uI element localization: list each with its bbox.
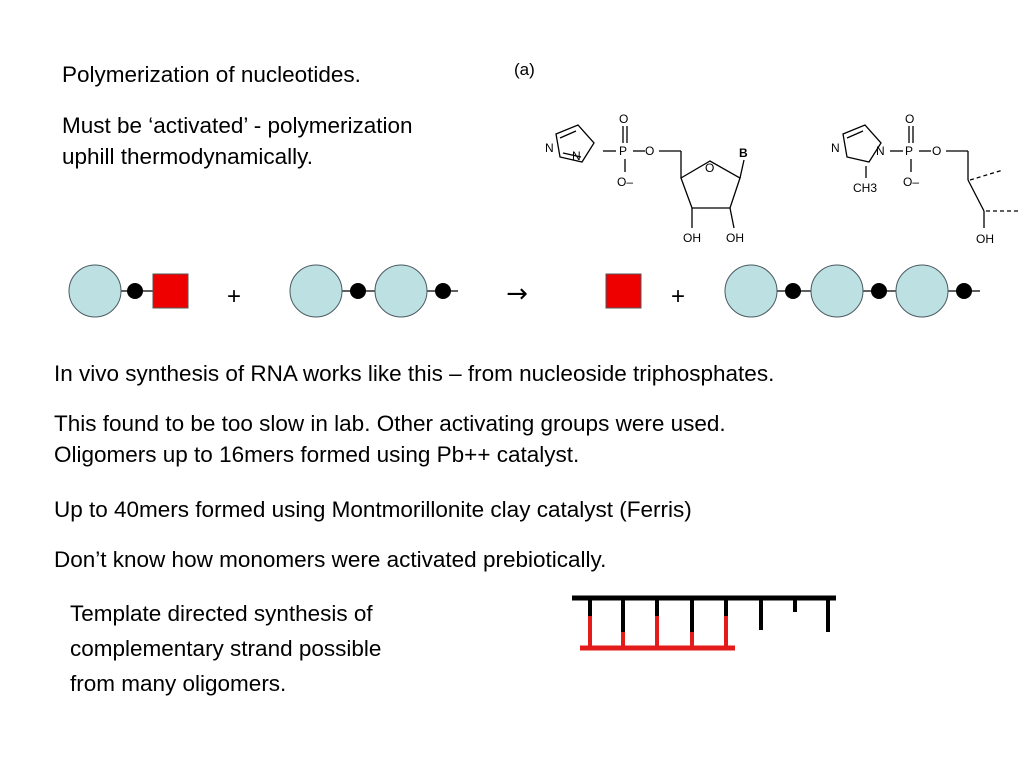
atom-label: P (619, 144, 627, 158)
template-note-line-3: from many oligomers. (70, 671, 287, 696)
plus-sign: + (671, 283, 685, 310)
nucleoside-circle (895, 264, 949, 318)
nucleoside-circle (374, 264, 428, 318)
atom-label: N (831, 141, 840, 155)
atom-label: O– (903, 175, 919, 189)
template-note-line-1: Template directed synthesis of (70, 601, 373, 626)
paragraph-lab-results: This found to be too slow in lab. Other … (54, 408, 726, 470)
phosphate-dot (785, 283, 801, 299)
hydroxyl-label: OH (726, 231, 744, 245)
hydroxyl-label: OH (683, 231, 701, 245)
template-note-line-2: complementary strand possible (70, 636, 382, 661)
leaving-group-square (605, 273, 642, 309)
methylimidazole-ring (842, 124, 882, 163)
methylimidazole-nucleotide-structure (842, 124, 1018, 228)
atom-label: N (572, 149, 581, 163)
paragraph-activation-unknown: Don’t know how monomers were activated p… (54, 547, 607, 572)
paragraph-clay-catalyst: Up to 40mers formed using Montmorillonit… (54, 497, 692, 522)
hydroxyl-label: OH (976, 232, 994, 246)
phosphate-dot (127, 283, 143, 299)
phosphate-dot (435, 283, 451, 299)
base-label: B (739, 146, 748, 160)
nucleoside-circle (724, 264, 778, 318)
atom-label: O (645, 144, 654, 158)
slide-title: Polymerization of nucleotides. (62, 62, 361, 87)
phosphate-dot (956, 283, 972, 299)
atom-label: N (545, 141, 554, 155)
template-synthesis-diagram (572, 595, 836, 651)
activation-note: Must be ‘activated’ - polymerization uph… (62, 110, 413, 172)
atom-label: O (905, 112, 914, 126)
methyl-label: CH3 (853, 181, 877, 195)
activation-note-line-1: Must be ‘activated’ - polymerization (62, 113, 413, 138)
phosphate-dot (871, 283, 887, 299)
plus-sign: + (227, 283, 241, 310)
right-molecule-labels: N N CH3 O P O O– OH (831, 112, 994, 246)
paragraph-lab-line-2: Oligomers up to 16mers formed using Pb++… (54, 442, 580, 467)
atom-label: O (705, 161, 714, 175)
paragraph-lab-line-1: This found to be too slow in lab. Other … (54, 411, 726, 436)
phosphate-dot (350, 283, 366, 299)
atom-label: O (619, 112, 628, 126)
activation-note-line-2: uphill thermodynamically. (62, 144, 313, 169)
atom-label: P (905, 144, 913, 158)
paragraph-in-vivo: In vivo synthesis of RNA works like this… (54, 361, 775, 386)
polymerization-reaction-diagram: + → + (68, 264, 980, 318)
activating-group-square (152, 273, 189, 309)
nucleoside-circle (810, 264, 864, 318)
atom-label: N (876, 144, 885, 158)
left-molecule-labels: N N O P O O– O B OH OH (545, 112, 748, 245)
imidazole-nucleotide-structure (555, 124, 745, 229)
atom-label: O– (617, 175, 633, 189)
nucleoside-circle (68, 264, 122, 318)
ribose-ring (680, 160, 741, 209)
template-note: Template directed synthesis of complemen… (70, 596, 381, 701)
reaction-arrow-icon: → (506, 279, 528, 309)
panel-label: (a) (514, 60, 535, 79)
imidazole-ring (555, 124, 595, 163)
nucleoside-circle (289, 264, 343, 318)
atom-label: O (932, 144, 941, 158)
